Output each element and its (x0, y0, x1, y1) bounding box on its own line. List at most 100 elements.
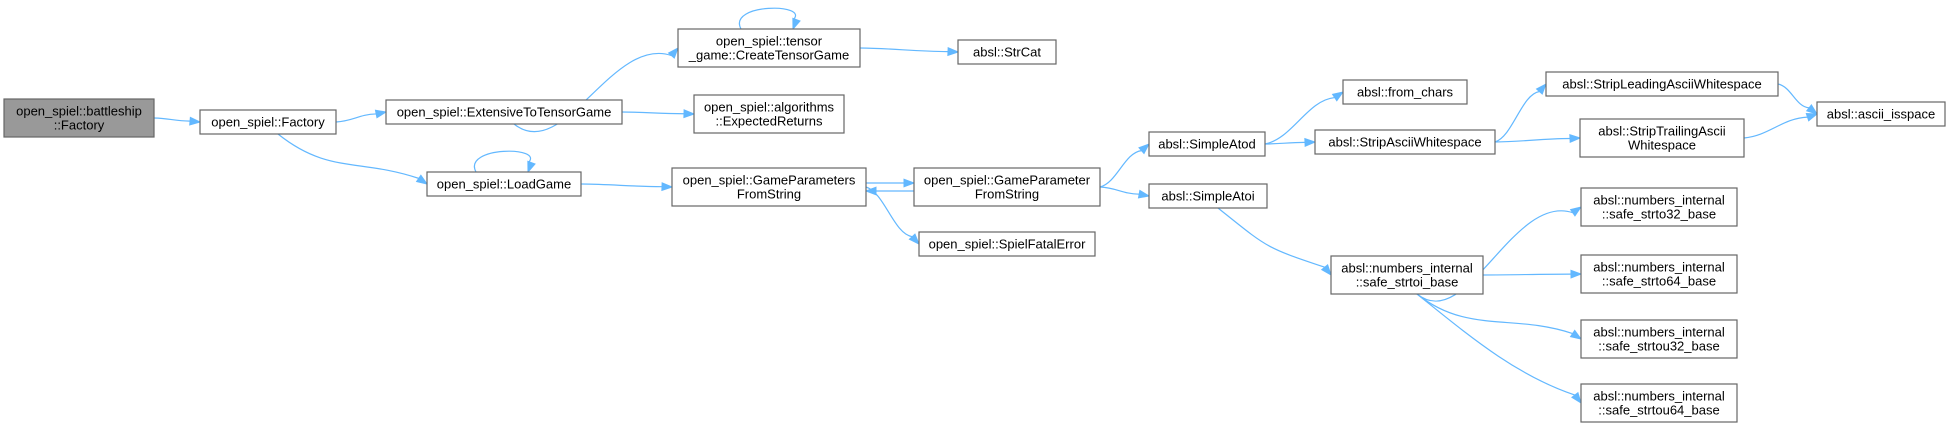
node-n1[interactable]: open_spiel::Factory (199, 109, 337, 135)
node-box-n11[interactable] (1148, 183, 1268, 209)
node-box-n8[interactable] (913, 167, 1101, 207)
node-n4[interactable]: open_spiel::tensor_game::CreateTensorGam… (677, 28, 861, 68)
edge-n17-to-n18-arrowhead (1569, 206, 1583, 217)
node-n17[interactable]: absl::numbers_internal::safe_strtoi_base (1330, 255, 1484, 295)
node-label-n12-line-0: absl::from_chars (1357, 85, 1454, 100)
node-n18[interactable]: absl::numbers_internal::safe_strto32_bas… (1580, 187, 1738, 227)
edge-n15-to-n16-arrowhead (1805, 112, 1819, 122)
node-label-n0-line-0: open_spiel::battleship (16, 104, 142, 119)
node-label-n17-line-0: absl::numbers_internal (1341, 261, 1473, 276)
edge-n7-to-n9 (865, 186, 913, 238)
edge-n3-to-n3 (473, 150, 532, 173)
node-n0[interactable]: open_spiel::battleship::Factory (3, 98, 155, 138)
node-label-n17-line-1: ::safe_strtoi_base (1356, 275, 1459, 290)
node-label-n5-line-1: ::ExpectedReturns (716, 114, 823, 129)
node-label-n21-line-1: ::safe_strtou64_base (1598, 403, 1719, 418)
edge-n1-to-n3 (277, 133, 419, 179)
node-n10[interactable]: absl::SimpleAtod (1148, 131, 1266, 157)
node-n19[interactable]: absl::numbers_internal::safe_strto64_bas… (1580, 254, 1738, 294)
node-n11[interactable]: absl::SimpleAtoi (1148, 183, 1268, 209)
edge-n13-to-n15-arrowhead (1569, 133, 1582, 144)
node-label-n7-line-1: FromString (737, 187, 801, 202)
node-box-n2[interactable] (385, 99, 623, 125)
node-box-n7[interactable] (671, 167, 867, 207)
node-box-n5[interactable] (693, 94, 845, 134)
edge-n17-to-n19-arrowhead (1570, 269, 1583, 279)
node-n5[interactable]: open_spiel::algorithms::ExpectedReturns (693, 94, 845, 134)
node-box-n15[interactable] (1579, 118, 1745, 158)
edge-n17-to-n19 (1482, 273, 1572, 276)
node-label-n5-line-0: open_spiel::algorithms (704, 100, 835, 115)
node-label-n10-line-0: absl::SimpleAtod (1158, 137, 1256, 152)
node-n14[interactable]: absl::StripLeadingAsciiWhitespace (1545, 71, 1779, 97)
node-label-n4-line-0: open_spiel::tensor (716, 34, 823, 49)
node-box-n3[interactable] (426, 171, 582, 197)
node-box-n18[interactable] (1580, 187, 1738, 227)
node-label-n18-line-1: ::safe_strto32_base (1602, 207, 1716, 222)
edge-n3-to-n3-arrowhead (527, 160, 536, 174)
edge-n1-to-n2-arrowhead (374, 109, 388, 119)
node-box-n4[interactable] (677, 28, 861, 68)
edge-n4-to-n6-arrowhead (947, 47, 960, 57)
node-box-n1[interactable] (199, 109, 337, 135)
edge-n10-to-n12 (1264, 96, 1335, 145)
node-label-n9-line-0: open_spiel::SpielFatalError (929, 237, 1086, 252)
edge-n13-to-n14 (1494, 90, 1540, 143)
node-label-n8-line-1: FromString (975, 187, 1039, 202)
node-label-n6-line-0: absl::StrCat (973, 45, 1041, 60)
node-box-n13[interactable] (1314, 129, 1496, 155)
node-box-n20[interactable] (1580, 319, 1738, 359)
node-label-n11-line-0: absl::SimpleAtoi (1161, 189, 1254, 204)
edge-n8-to-n11 (1099, 186, 1140, 195)
node-box-n9[interactable] (918, 231, 1096, 257)
edge-n14-to-n16 (1777, 83, 1810, 109)
edge-n11-to-n17 (1217, 207, 1325, 268)
node-box-n21[interactable] (1580, 383, 1738, 423)
node-n12[interactable]: absl::from_chars (1342, 79, 1468, 105)
node-n20[interactable]: absl::numbers_internal::safe_strtou32_ba… (1580, 319, 1738, 359)
node-n3[interactable]: open_spiel::LoadGame (426, 171, 582, 197)
node-box-n17[interactable] (1330, 255, 1484, 295)
edge-n17-to-n20 (1416, 293, 1573, 335)
node-n9[interactable]: open_spiel::SpielFatalError (918, 231, 1096, 257)
edge-n15-to-n16 (1743, 116, 1808, 139)
node-box-n0[interactable] (3, 98, 155, 138)
edge-n17-to-n18 (1416, 210, 1573, 302)
node-n2[interactable]: open_spiel::ExtensiveToTensorGame (385, 99, 623, 125)
edge-n11-to-n17-arrowhead (1320, 263, 1332, 277)
edge-n8-to-n10 (1099, 150, 1142, 188)
edge-n1-to-n3-arrowhead (415, 174, 429, 185)
node-box-n14[interactable] (1545, 71, 1779, 97)
edge-n2-to-n5 (621, 111, 685, 115)
node-n16[interactable]: absl::ascii_isspace (1816, 101, 1946, 127)
node-label-n7-line-0: open_spiel::GameParameters (683, 173, 856, 188)
node-box-n12[interactable] (1342, 79, 1468, 105)
edge-n17-to-n21-arrowhead (1571, 391, 1582, 405)
node-n13[interactable]: absl::StripAsciiWhitespace (1314, 129, 1496, 155)
edge-n7-to-n9-arrowhead (908, 233, 920, 246)
edge-n0-to-n1-arrowhead (189, 116, 202, 126)
node-box-n10[interactable] (1148, 131, 1266, 157)
edge-n10-to-n12-arrowhead (1331, 91, 1345, 102)
edge-n8-to-n7-arrowhead (864, 186, 877, 196)
node-label-n1-line-0: open_spiel::Factory (211, 115, 325, 130)
edge-n2-to-n4 (513, 52, 672, 133)
node-box-n6[interactable] (957, 39, 1057, 65)
node-n21[interactable]: absl::numbers_internal::safe_strtou64_ba… (1580, 383, 1738, 423)
edge-n4-to-n4 (738, 7, 797, 30)
node-box-n19[interactable] (1580, 254, 1738, 294)
node-box-n16[interactable] (1816, 101, 1946, 127)
node-label-n8-line-0: open_spiel::GameParameter (924, 173, 1091, 188)
edge-n10-to-n13-arrowhead (1304, 137, 1317, 147)
edge-n8-to-n11-arrowhead (1137, 189, 1151, 199)
node-label-n4-line-1: _game::CreateTensorGame (688, 48, 849, 63)
node-label-n20-line-1: ::safe_strtou32_base (1598, 339, 1719, 354)
edge-n7-to-n8-arrowhead (903, 178, 916, 188)
node-n6[interactable]: absl::StrCat (957, 39, 1057, 65)
node-label-n19-line-1: ::safe_strto64_base (1602, 274, 1716, 289)
